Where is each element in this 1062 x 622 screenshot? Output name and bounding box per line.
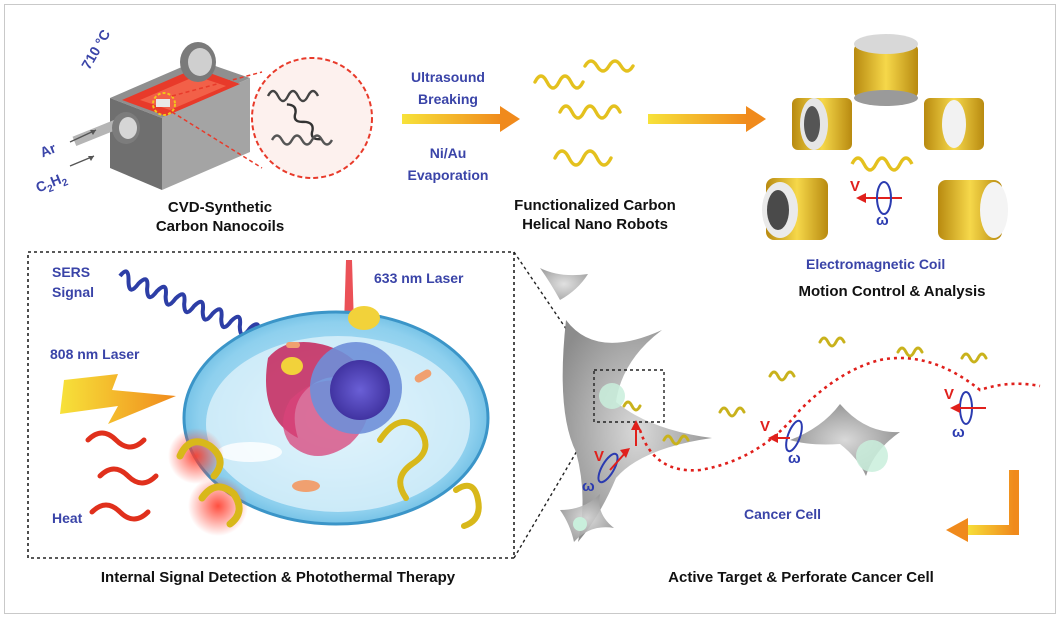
robots-caption-line1: Functionalized Carbon bbox=[514, 197, 676, 214]
laser-633-label: 633 nm Laser bbox=[374, 270, 464, 286]
cvd-caption: CVD-Synthetic Carbon Nanocoils bbox=[130, 198, 310, 236]
target-zoom-box bbox=[593, 369, 665, 423]
laser-808-label: 808 nm Laser bbox=[50, 346, 140, 362]
internal-view-box bbox=[27, 251, 515, 559]
internal-caption: Internal Signal Detection & Photothermal… bbox=[100, 569, 456, 586]
path-velocity-symbol-3: V bbox=[944, 386, 955, 403]
heat-label: Heat bbox=[52, 510, 83, 526]
path-omega-symbol-1: ω bbox=[582, 478, 595, 495]
laser-808-bolt bbox=[60, 374, 176, 424]
path-omega-symbol-3: ω bbox=[952, 424, 965, 441]
zoom-lines bbox=[171, 71, 263, 169]
gray-cancer-cells bbox=[540, 268, 900, 542]
process-arrow-1 bbox=[402, 106, 520, 132]
gas-inlet-arrows bbox=[69, 129, 97, 167]
path-nanorobots bbox=[622, 336, 988, 446]
ultrasound-line1: Ultrasound bbox=[411, 69, 485, 85]
coil-velocity-symbol: V bbox=[850, 178, 861, 195]
electromagnetic-coils bbox=[762, 34, 1008, 240]
return-arrow bbox=[946, 470, 1019, 542]
cvd-caption-line1: CVD-Synthetic bbox=[167, 199, 273, 216]
niau-line2: Evaporation bbox=[407, 167, 489, 183]
ultrasound-line2: Breaking bbox=[418, 91, 478, 107]
cancer-cell-cutaway bbox=[182, 306, 490, 526]
sers-label: SERS Signal bbox=[52, 262, 94, 302]
robots-caption: Functionalized Carbon Helical Nano Robot… bbox=[486, 196, 704, 234]
ultrasound-label: Ultrasound Breaking bbox=[388, 66, 508, 110]
helical-nanorobots bbox=[533, 59, 635, 167]
coil-omega-symbol: ω bbox=[876, 212, 889, 229]
motion-caption: Motion Control & Analysis bbox=[798, 283, 986, 300]
path-velocity-symbol-1: V bbox=[594, 448, 605, 465]
coil-label: Electromagnetic Coil bbox=[806, 256, 946, 272]
motion-indicators bbox=[597, 391, 986, 484]
sers-line1: SERS bbox=[52, 264, 91, 280]
path-velocity-symbol-2: V bbox=[760, 418, 771, 435]
photothermal-nanorobots bbox=[168, 419, 482, 536]
cancer-cell-label: Cancer Cell bbox=[744, 506, 822, 522]
active-caption: Active Target & Perforate Cancer Cell bbox=[668, 569, 934, 586]
heat-waves bbox=[85, 430, 159, 522]
robots-caption-line2: Helical Nano Robots bbox=[522, 216, 668, 233]
cvd-furnace bbox=[72, 42, 250, 190]
nanocoil-magnified-view bbox=[251, 57, 373, 179]
sers-line2: Signal bbox=[52, 284, 95, 300]
robot-trajectory bbox=[638, 356, 1041, 472]
cvd-caption-line2: Carbon Nanocoils bbox=[155, 218, 285, 235]
process-arrow-2 bbox=[648, 106, 766, 132]
zoom-line-lower bbox=[513, 421, 595, 559]
path-omega-symbol-2: ω bbox=[788, 450, 801, 467]
niau-label: Ni/Au Evaporation bbox=[388, 142, 508, 186]
niau-line1: Ni/Au bbox=[429, 145, 467, 161]
